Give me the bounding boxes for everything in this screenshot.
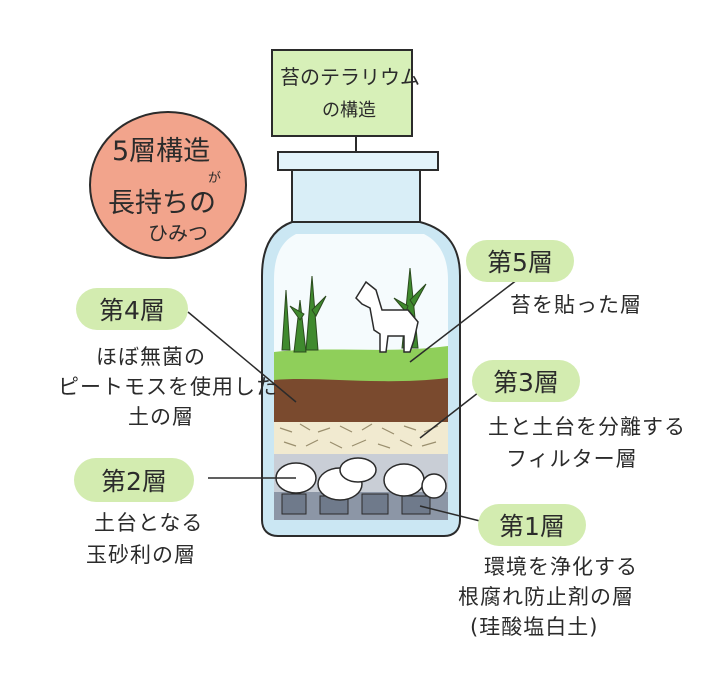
pebble [383, 463, 425, 497]
layer5-title: 第5層 [466, 240, 574, 282]
sign-title-line2: の構造 [322, 100, 376, 121]
sign-board [271, 49, 413, 137]
layer2-title: 第2層 [74, 458, 194, 502]
layer5-moss [274, 346, 448, 382]
layer4-soil [274, 374, 448, 422]
layer4-desc-line2: ピートモスを使用した [58, 375, 278, 399]
layer3-desc-line1: 土と土台を分離する [488, 415, 686, 439]
layer1-desc-line2: 根腐れ防止剤の層 [458, 585, 634, 609]
jar-neck [291, 169, 421, 227]
badge-line4: ひみつ [148, 221, 208, 245]
layer3-desc-line2: フィルター層 [506, 447, 638, 471]
layer1-desc-line1: 環境を浄化する [484, 555, 638, 579]
badge-line1: 5層構造 [112, 136, 210, 167]
layer2-desc-line2: 玉砂利の層 [86, 543, 196, 567]
base-stone [281, 493, 307, 515]
base-stone [401, 495, 431, 515]
sign-title-line1: 苔のテラリウム [280, 65, 420, 89]
layer4-desc-line1: ほぼ無菌の [96, 345, 206, 369]
horse-figure [355, 280, 419, 353]
pebble [339, 457, 377, 483]
layer2-desc-line1: 土台となる [94, 511, 204, 535]
moss-plants [281, 267, 427, 353]
badge-line3: 長持ちの [108, 188, 216, 219]
badge-circle [89, 111, 247, 259]
layer4-desc-line3: 土の層 [128, 405, 194, 429]
layer3-title: 第3層 [472, 360, 580, 402]
filter-texture [279, 423, 439, 449]
base-stone [361, 493, 389, 515]
pebble [421, 473, 447, 499]
layer1-title: 第1層 [478, 504, 586, 546]
layer5-desc: 苔を貼った層 [510, 293, 642, 317]
badge-line2: が [208, 171, 221, 186]
layer1-desc-line3: (珪酸塩白土) [470, 615, 599, 639]
layer4-title: 第4層 [76, 288, 188, 330]
jar-lid [277, 151, 439, 171]
